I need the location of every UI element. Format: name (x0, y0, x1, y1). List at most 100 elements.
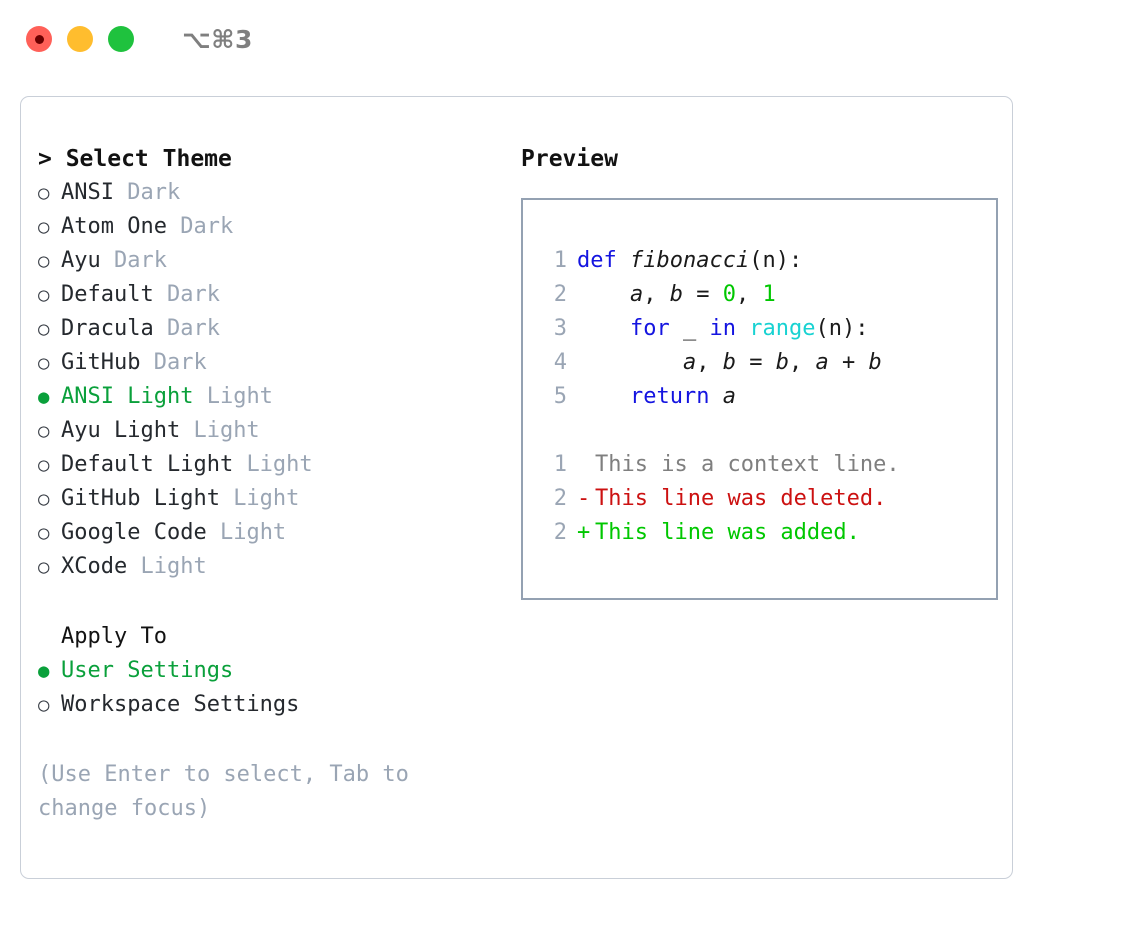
code-line: 3 for _ in range(n): (537, 312, 996, 346)
radio-selected-icon: ● (38, 660, 50, 682)
minimize-button[interactable] (67, 26, 93, 52)
traffic-light-group (26, 26, 134, 52)
radio-unselected-icon: ○ (38, 284, 50, 306)
line-number: 4 (553, 350, 567, 375)
theme-name: Default Light (61, 452, 247, 477)
theme-list-item[interactable]: ○ Ayu Light Light (38, 414, 501, 448)
theme-variant-badge: Light (193, 418, 260, 443)
diff-line-deleted: 2-This line was deleted. (537, 482, 996, 516)
code-token-plain: = (735, 350, 776, 375)
code-token-ident: fibonacci (630, 248, 750, 273)
apply-to-option[interactable]: ○ Workspace Settings (38, 688, 501, 722)
code-token-kw: for (629, 316, 670, 341)
code-token-ident: a (722, 384, 736, 409)
code-token-plain: (n): (749, 248, 803, 273)
radio-unselected-icon: ○ (38, 420, 50, 442)
theme-list-item[interactable]: ○XCode Light (38, 550, 501, 584)
theme-list-item[interactable]: ○ANSI Dark (38, 176, 501, 210)
theme-variant-badge: Light (219, 520, 287, 545)
code-token-num: 1 (762, 282, 776, 307)
radio-unselected-icon: ○ (38, 216, 50, 238)
apply-to-section: Apply To ●User Settings○Workspace Settin… (38, 620, 501, 722)
theme-variant-badge: Dark (166, 316, 220, 341)
code-token-plain (577, 350, 683, 375)
theme-name: GitHub Light (61, 486, 234, 511)
code-token-plain: _ (669, 316, 710, 341)
theme-variant-badge: Light (233, 486, 300, 511)
preview-title: Preview (521, 146, 618, 172)
code-token-ident: a (682, 350, 697, 375)
line-number: 5 (553, 384, 567, 409)
theme-name: Atom One (61, 214, 181, 239)
code-text: return a (577, 380, 736, 414)
theme-picker-column: > Select Theme ○ANSI Dark○Atom One Dark○… (21, 97, 501, 878)
code-token-ident: a (815, 350, 829, 375)
code-line: 5 return a (537, 380, 996, 414)
theme-list-item[interactable]: ○GitHub Dark (38, 346, 501, 380)
diff-marker: - (577, 486, 591, 511)
code-token-plain: = (682, 282, 723, 307)
theme-list-item[interactable]: ○ Default Dark (38, 278, 501, 312)
apply-to-list: ●User Settings ○ Workspace Settings (38, 654, 501, 722)
code-token-plain: , (643, 282, 670, 307)
radio-unselected-icon: ○ (38, 488, 50, 510)
main-panel: > Select Theme ○ANSI Dark○Atom One Dark○… (20, 96, 1013, 879)
code-token-plain (577, 384, 630, 409)
diff-line-text: This line was deleted. (595, 486, 887, 511)
theme-name: ANSI (61, 180, 128, 205)
theme-list-item[interactable]: ○Ayu Dark (38, 244, 501, 278)
theme-variant-badge: Dark (180, 214, 234, 239)
theme-list-item[interactable]: ○ GitHub Light Light (38, 482, 501, 516)
record-dot-icon (34, 34, 44, 44)
code-token-plain (617, 248, 630, 273)
theme-list-item[interactable]: ○Dracula Dark (38, 312, 501, 346)
theme-list-item[interactable]: ○Default Light Light (38, 448, 501, 482)
code-line: 2 a, b = 0, 1 (537, 278, 996, 312)
radio-unselected-icon: ○ (38, 318, 50, 340)
line-number: 2 (553, 282, 567, 307)
close-button[interactable] (26, 26, 52, 52)
radio-selected-icon: ● (38, 386, 50, 408)
title-bar: ⌥⌘3 (0, 0, 1140, 78)
code-token-ident: a (629, 282, 644, 307)
radio-unselected-icon: ○ (38, 352, 50, 374)
code-token-kw: in (709, 316, 736, 341)
diff-line-text: This line was added. (595, 520, 860, 545)
code-token-ident: b (868, 350, 882, 375)
line-number: 3 (553, 316, 567, 341)
theme-list-item[interactable]: ○ Atom One Dark (38, 210, 501, 244)
theme-variant-badge: Dark (127, 180, 181, 205)
theme-list-item[interactable]: ○Google Code Light (38, 516, 501, 550)
radio-unselected-icon: ○ (38, 556, 50, 578)
radio-unselected-icon: ○ (38, 454, 50, 476)
theme-name: Google Code (61, 520, 220, 545)
theme-name: Default (61, 282, 167, 307)
diff-marker: + (577, 520, 591, 545)
code-token-plain: , (788, 350, 816, 375)
theme-list-item[interactable]: ●ANSI Light Light (38, 380, 501, 414)
code-token-fn: range (749, 316, 816, 341)
maximize-button[interactable] (108, 26, 134, 52)
theme-variant-badge: Light (140, 554, 207, 579)
apply-to-option-label: Workspace Settings (61, 692, 300, 717)
theme-list: ○ANSI Dark○Atom One Dark○Ayu Dark○Defaul… (38, 176, 501, 584)
line-number: 1 (553, 248, 567, 273)
code-text: for _ in range(n): (577, 312, 868, 346)
theme-variant-badge: Dark (166, 282, 220, 307)
code-token-plain (736, 316, 749, 341)
diff-line-number: 2 (553, 520, 567, 545)
code-token-plain (577, 316, 630, 341)
theme-name: Ayu Light (61, 418, 194, 443)
diff-line-added: 2 +This line was added. (537, 516, 996, 550)
code-line: 4 a, b = b, a + b (537, 346, 996, 380)
radio-unselected-icon: ○ (38, 694, 50, 716)
diff-line-text: This is a context line. (595, 452, 900, 477)
diff-line-number: 2 (553, 486, 567, 511)
theme-name: GitHub (61, 350, 154, 375)
apply-to-option[interactable]: ●User Settings (38, 654, 501, 688)
code-token-num: 0 (722, 282, 736, 307)
diff-marker (577, 448, 595, 482)
code-text: a, b = b, a + b (577, 346, 882, 380)
